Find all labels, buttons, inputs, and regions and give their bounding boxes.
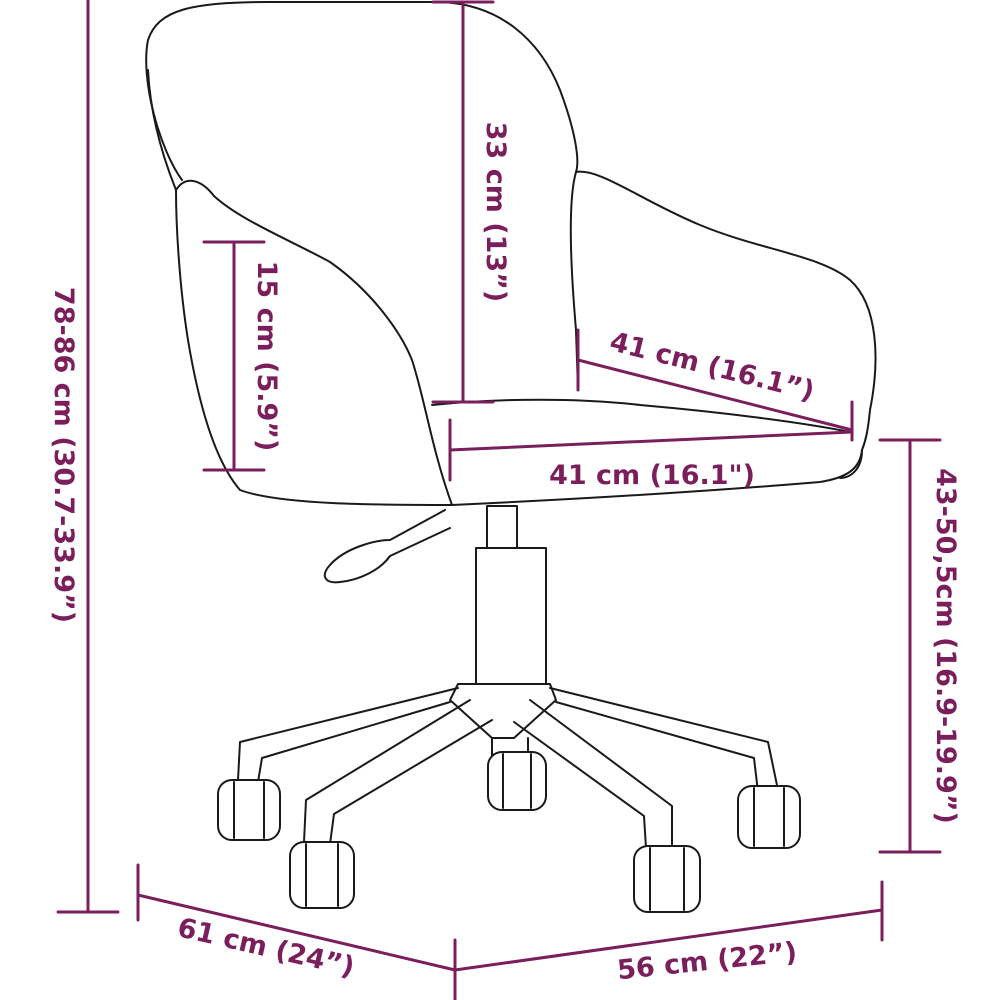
dim-armrest-height bbox=[202, 240, 266, 472]
dim-backrest-height bbox=[431, 0, 495, 404]
label-base-depth: 61 cm (24”) bbox=[174, 912, 357, 983]
gas-lift-upper bbox=[486, 505, 518, 549]
label-total-height: 78-86 cm (30.7-33.9”) bbox=[48, 287, 79, 623]
backrest-inner-rim bbox=[147, 69, 177, 191]
label-seat-width: 41 cm (16.1") bbox=[549, 460, 755, 491]
caster-front-right bbox=[633, 845, 701, 913]
backrest-shell bbox=[145, 1, 579, 181]
caster-back-left bbox=[217, 779, 281, 841]
dim-seat-depth bbox=[576, 328, 854, 442]
seat-front bbox=[451, 449, 863, 506]
label-seat-height: 43-50,5cm (16.9-19.9”) bbox=[930, 468, 961, 824]
dim-total-height bbox=[56, 0, 120, 914]
left-armrest bbox=[175, 189, 453, 506]
height-lever bbox=[323, 509, 451, 584]
base-hub bbox=[449, 683, 557, 739]
dimension-lines bbox=[56, 0, 942, 1000]
caster-front-left bbox=[289, 841, 355, 909]
caster-center bbox=[487, 751, 547, 811]
seat-top bbox=[431, 398, 851, 433]
right-armrest-inner bbox=[569, 171, 579, 391]
left-armrest-top bbox=[175, 180, 453, 506]
dim-seat-height bbox=[878, 438, 942, 854]
dim-seat-width bbox=[448, 418, 854, 482]
leg-front-left bbox=[303, 699, 493, 845]
gas-lift-cylinder bbox=[475, 547, 547, 685]
caster-back-right bbox=[737, 785, 801, 849]
dim-base-width bbox=[453, 880, 884, 972]
label-backrest-height: 33 cm (13”) bbox=[480, 122, 511, 303]
leg-back-left bbox=[237, 687, 459, 783]
label-armrest-height: 15 cm (5.9”) bbox=[251, 261, 282, 452]
chair-outline bbox=[145, 1, 877, 913]
